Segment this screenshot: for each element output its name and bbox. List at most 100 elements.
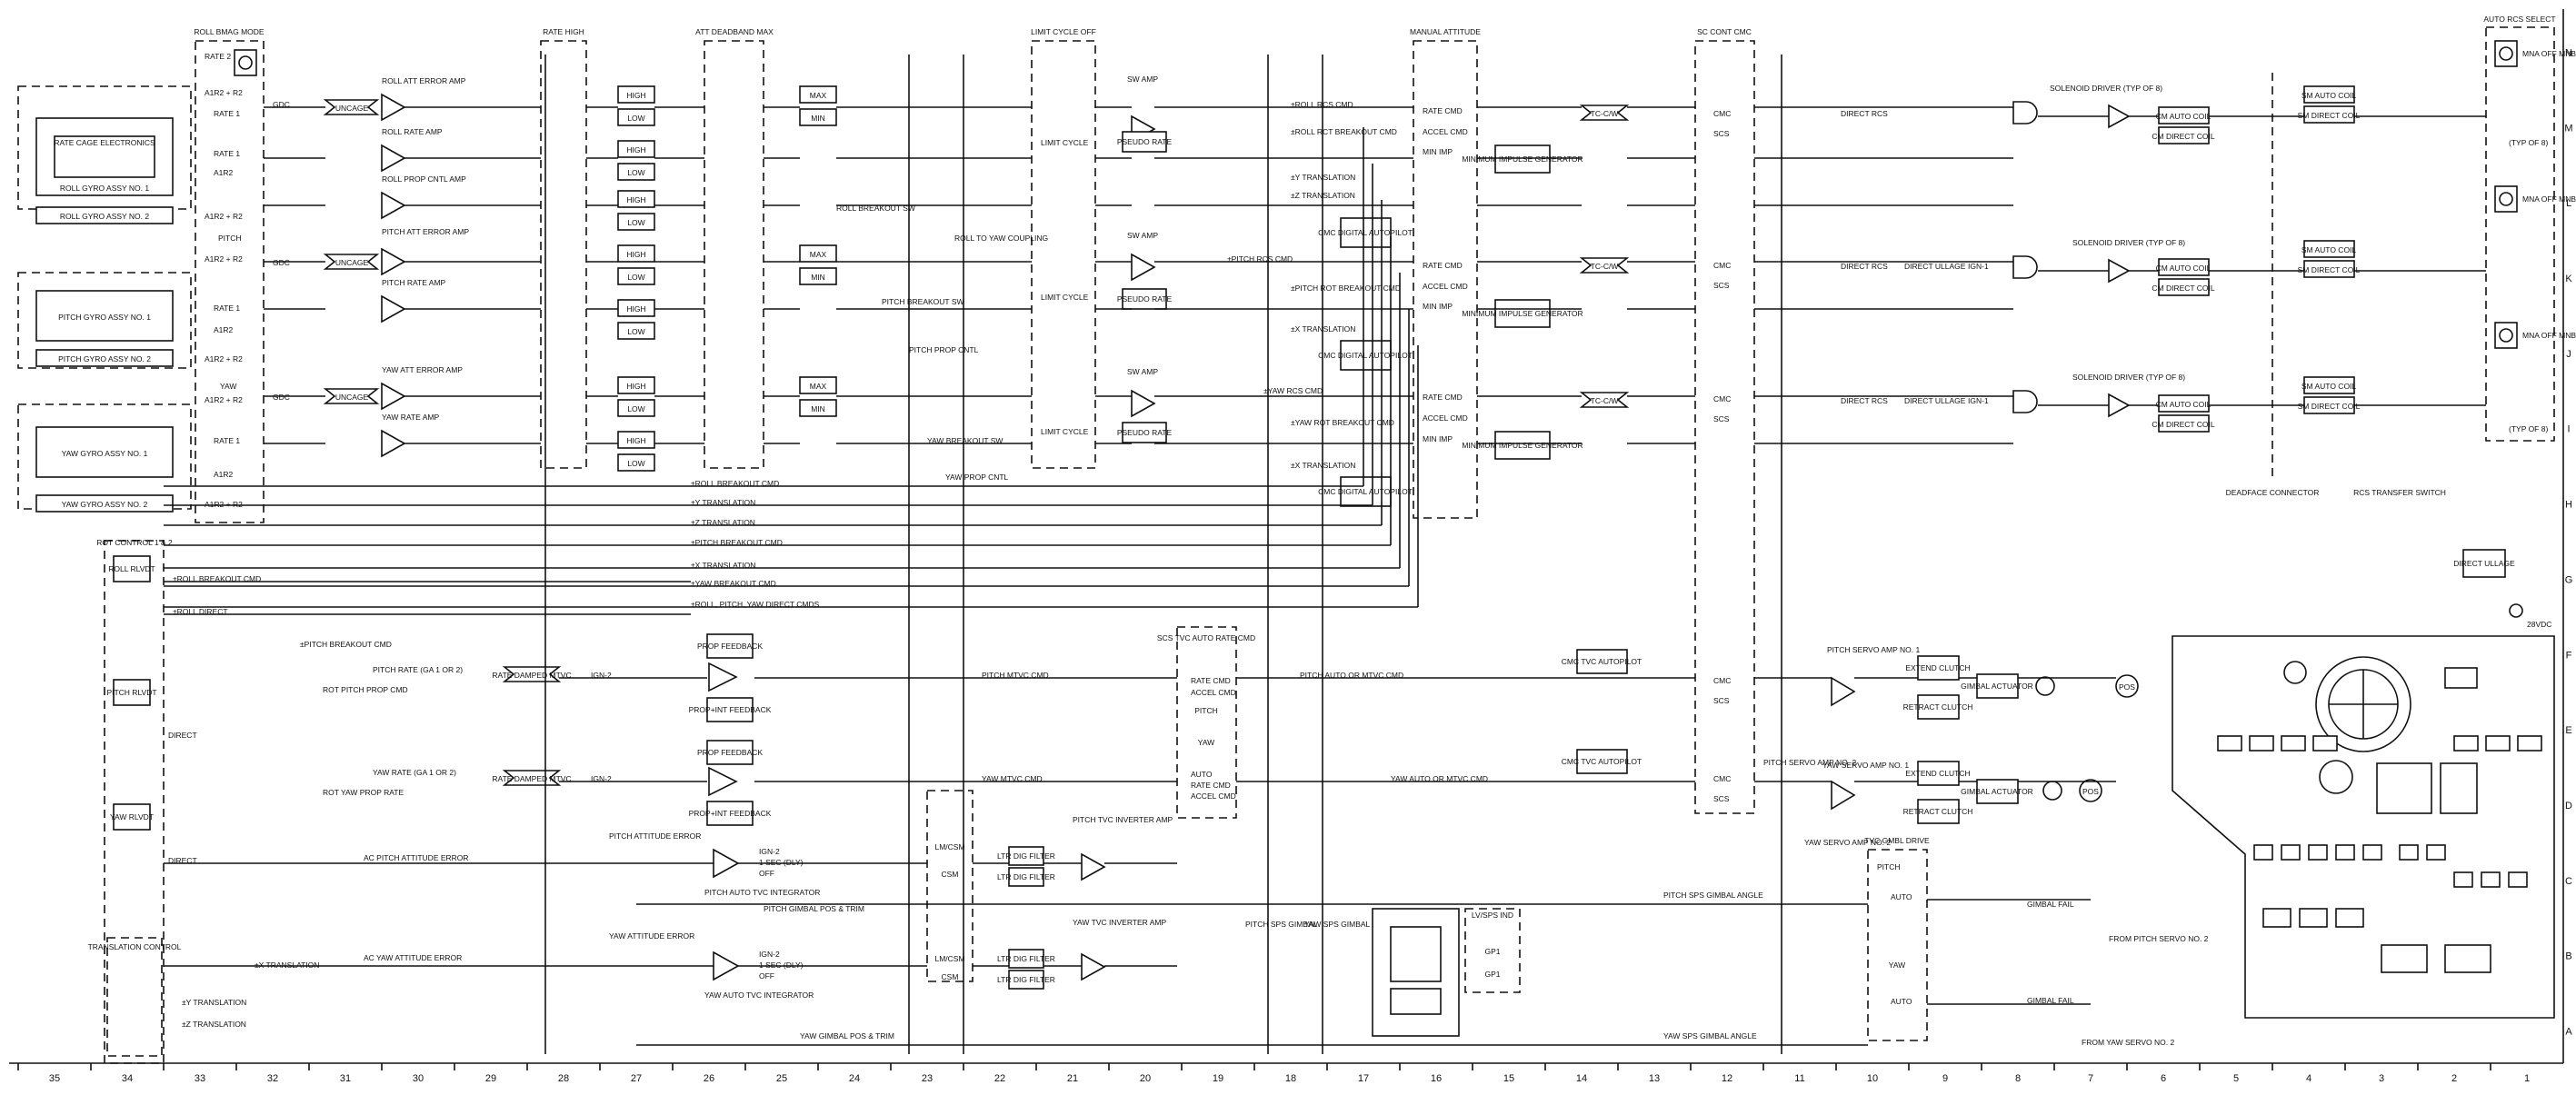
from-yaw-servo2-label: FROM YAW SERVO NO. 2 bbox=[2082, 1038, 2174, 1047]
solenoid-driver-label-1: SOLENOID DRIVER (TYP OF 8) bbox=[2050, 84, 2162, 93]
pitch-prop-cntl-label: PITCH PROP CNTL bbox=[909, 345, 979, 354]
yaw-a1r2r2-label: A1R2 + R2 bbox=[205, 395, 243, 404]
yaw-axis-label: YAW bbox=[220, 382, 236, 391]
yaw-lm-csm: LM/CSM bbox=[934, 954, 964, 963]
tvc-section: PITCH RATE (GA 1 OR 2) ROT PITCH PROP CM… bbox=[255, 626, 2209, 1047]
roll-max-box: MAX bbox=[810, 91, 827, 100]
pitch-channel: GDC UNCAGE PITCH ATT ERROR AMP PITCH RAT… bbox=[273, 227, 469, 324]
yaw-auto-int-label: YAW AUTO TVC INTEGRATOR bbox=[704, 991, 814, 1000]
ruler-col-label: 19 bbox=[1213, 1073, 1223, 1084]
pitch-off-label: OFF bbox=[759, 869, 774, 878]
pitch-scs-label: SCS bbox=[1713, 281, 1730, 290]
pitch-sec-delay: 1 SEC (DLY) bbox=[759, 858, 804, 867]
pitch-sps-gimbal-trim: PITCH SPS GIMBAL bbox=[1245, 920, 1318, 929]
pitch-retract-clutch: RETRACT CLUTCH bbox=[1903, 702, 1973, 712]
pitch-sm-auto-coil: SM AUTO COIL bbox=[2301, 245, 2357, 254]
ruler-row-label: I bbox=[2567, 424, 2570, 435]
ruler-col-label: 33 bbox=[195, 1073, 205, 1084]
ruler-col-label: 16 bbox=[1431, 1073, 1442, 1084]
direct-ullage-box: DIRECT ULLAGE bbox=[2453, 559, 2515, 568]
roll-rate-cmd-label: RATE CMD bbox=[1423, 106, 1463, 115]
yaw-pseudo-rate-box: PSEUDO RATE bbox=[1117, 428, 1173, 437]
tvc-pitch-label: PITCH bbox=[1194, 706, 1218, 715]
roll-gyro1-label: ROLL GYRO ASSY NO. 1 bbox=[60, 184, 150, 193]
translation-control-label: TRANSLATION CONTROL bbox=[88, 942, 182, 951]
pitch-rcs-cmd-label: ±PITCH RCS CMD bbox=[1227, 254, 1293, 264]
ruler-col-label: 7 bbox=[2088, 1073, 2093, 1084]
roll-tccw-tag: TC-C/W bbox=[1591, 109, 1619, 118]
roll-min-box: MIN bbox=[811, 114, 825, 123]
lv-sps-ind-label: LV/SPS IND bbox=[1472, 911, 1513, 920]
tvc-gimbal-drive-label: TVC GMBL DRIVE bbox=[1864, 836, 1930, 845]
pitch-sm-direct-coil: SM DIRECT COIL bbox=[2298, 265, 2361, 274]
ruler-col-label: 10 bbox=[1867, 1073, 1878, 1084]
ruler-col-label: 28 bbox=[558, 1073, 569, 1084]
ruler-col-label: 20 bbox=[1140, 1073, 1151, 1084]
pitch-ign1-label: IGN-1 bbox=[1968, 262, 1989, 271]
pitch-cm-direct-coil: CM DIRECT COIL bbox=[2152, 284, 2215, 293]
roll-breakout-left: ±ROLL BREAKOUT CMD bbox=[173, 574, 261, 583]
roll-rlvdt-box: ROLL RLVDT bbox=[108, 564, 155, 573]
pitch-breakout-cmd-label: ±PITCH ROT BREAKOUT CMD bbox=[1291, 284, 1401, 293]
pitch-ltr-filter-1: LTR DIG FILTER bbox=[997, 851, 1055, 861]
roll-scs-label: SCS bbox=[1713, 129, 1730, 138]
roll-breakout-bus: ±ROLL BREAKOUT CMD bbox=[691, 479, 779, 488]
tvc-yaw-label: YAW bbox=[1198, 738, 1214, 747]
pitch-rate-cmd-label: RATE CMD bbox=[1423, 261, 1463, 270]
roll-rate-low-box: LOW bbox=[627, 168, 644, 177]
roll-bmag-group-label: ROLL BMAG MODE bbox=[194, 27, 264, 36]
yaw-auto-mtvc-label: YAW AUTO OR MTVC CMD bbox=[1391, 774, 1488, 783]
manual-attitude-group: MANUAL ATTITUDE RATE CMD ACCEL CMD MIN I… bbox=[1318, 27, 1583, 519]
roll-mna-off-mnb: MNA OFF MNB bbox=[2522, 49, 2576, 58]
limit-cycle-group-label: LIMIT CYCLE OFF bbox=[1031, 27, 1096, 36]
roll-min-impulse-gen-box: MINIMUM IMPULSE GENERATOR bbox=[1462, 154, 1583, 164]
gp1-label-1: GP1 bbox=[1484, 947, 1500, 956]
ruler-row-label: D bbox=[2565, 801, 2572, 811]
yaw-mtvc-cmd-label: YAW MTVC CMD bbox=[982, 774, 1043, 783]
pitch-sps-angle-label: PITCH SPS GIMBAL ANGLE bbox=[1663, 891, 1763, 900]
ruler-col-label: 1 bbox=[2524, 1073, 2530, 1084]
yaw-a1r2r2b-label: A1R2 + R2 bbox=[205, 500, 243, 509]
bus-labels: ±ROLL RCS CMD ±ROLL RCT BREAKOUT CMD ±Y … bbox=[173, 100, 1401, 649]
yaw-sw-amp-label: SW AMP bbox=[1127, 367, 1158, 376]
direct-label-2: DIRECT bbox=[168, 856, 197, 865]
ruler-col-label: 30 bbox=[413, 1073, 424, 1084]
ruler-col-label: 9 bbox=[1942, 1073, 1948, 1084]
yaw-min-imp-label: MIN IMP bbox=[1423, 434, 1453, 443]
ruler-col-label: 34 bbox=[122, 1073, 133, 1084]
rpy-direct-bus: ±ROLL, PITCH, YAW DIRECT CMDS bbox=[691, 600, 820, 609]
pitch-cmc-dap-box: CMC DIGITAL AUTOPILOT bbox=[1318, 351, 1413, 360]
yaw-sm-direct-coil: SM DIRECT COIL bbox=[2298, 402, 2361, 411]
pitch-rate1-label: RATE 1 bbox=[214, 304, 240, 313]
ruler-col-label: 23 bbox=[922, 1073, 933, 1084]
ruler-row-label: N bbox=[2565, 47, 2572, 58]
y-translation-bus: ±Y TRANSLATION bbox=[691, 498, 755, 507]
pitch-rate-high-box: HIGH bbox=[626, 304, 645, 314]
roll-gyro2-label: ROLL GYRO ASSY NO. 2 bbox=[60, 212, 150, 221]
roll-gdc-label: GDC bbox=[273, 100, 290, 109]
typ-of-8-label-1: (TYP OF 8) bbox=[2509, 138, 2548, 147]
roll-sw-amp-label: SW AMP bbox=[1127, 75, 1158, 84]
ruler-col-label: 29 bbox=[485, 1073, 496, 1084]
pitch-gyro2-label: PITCH GYRO ASSY NO. 2 bbox=[58, 354, 151, 363]
ruler-col-label: 22 bbox=[994, 1073, 1005, 1084]
ruler-col-label: 5 bbox=[2233, 1073, 2239, 1084]
ruler-col-label: 11 bbox=[1794, 1073, 1804, 1084]
roll-low-box: LOW bbox=[627, 114, 644, 123]
roll-a1r2-label: A1R2 bbox=[214, 168, 234, 177]
roll-att-amp-label: ROLL ATT ERROR AMP bbox=[382, 76, 466, 85]
pitch-att-amp-label: PITCH ATT ERROR AMP bbox=[382, 227, 469, 236]
pitch-a1r2-label: A1R2 bbox=[214, 325, 234, 334]
yaw-rate-damped-tag: RATE DAMPED MTVC bbox=[492, 774, 571, 783]
roll-direct-rcs-label: DIRECT RCS bbox=[1841, 109, 1888, 118]
ruler-col-label: 4 bbox=[2306, 1073, 2311, 1084]
pitch-min-box: MIN bbox=[811, 273, 825, 282]
pitch-a1r2r2-label: A1R2 + R2 bbox=[205, 254, 243, 264]
pitch-rate-low-box: LOW bbox=[627, 327, 644, 336]
pitch-cmc-label: CMC bbox=[1713, 261, 1731, 270]
yaw-ign2-tag: IGN-2 bbox=[591, 774, 612, 783]
yaw-gyro2-label: YAW GYRO ASSY NO. 2 bbox=[62, 500, 148, 509]
yaw-rate-high-box: HIGH bbox=[626, 436, 645, 445]
